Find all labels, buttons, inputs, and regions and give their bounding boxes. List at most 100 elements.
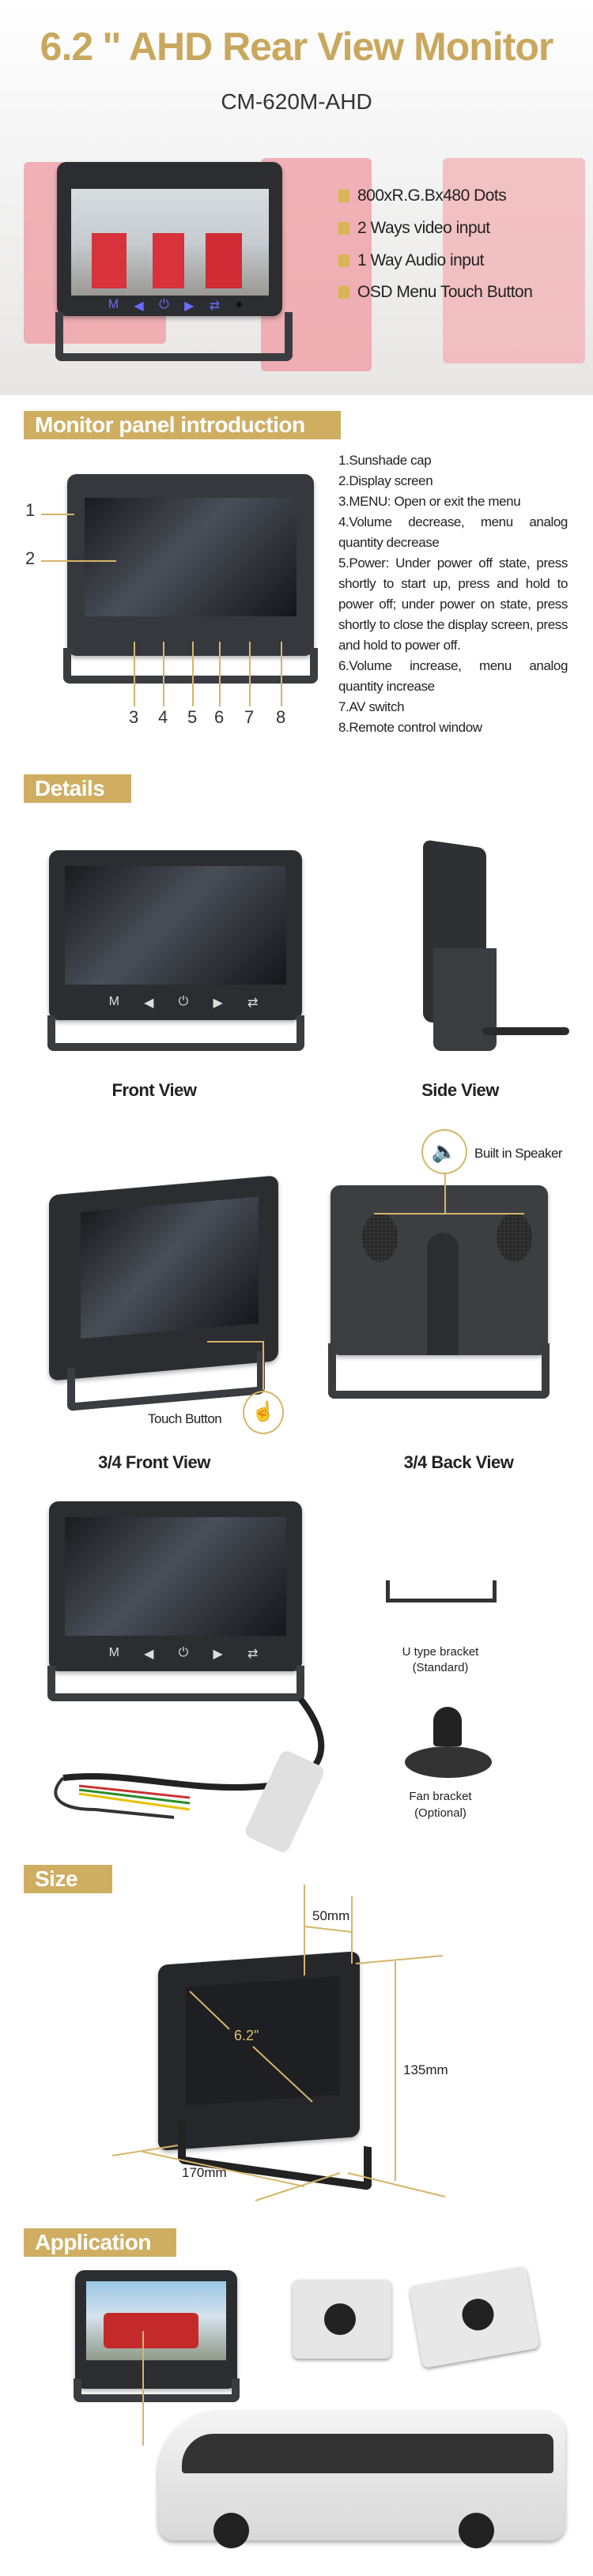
u-bracket xyxy=(47,1015,304,1051)
speaker-icon: 🔈 xyxy=(421,1129,467,1174)
back34-monitor xyxy=(330,1185,548,1355)
callout-number: 8 xyxy=(276,707,286,727)
callout-line xyxy=(249,642,251,706)
caption-front34-view: 3/4 Front View xyxy=(98,1452,210,1472)
av-switch-button: ⇄ xyxy=(209,299,221,313)
menu-button: M xyxy=(108,1646,119,1659)
feature-text: 1 Way Audio input xyxy=(357,251,485,269)
menu-button: M xyxy=(108,995,119,1008)
hero-monitor: M ◀ ⏻ ▶ ⇄ ● xyxy=(57,162,282,316)
fan-bracket-base xyxy=(405,1746,492,1778)
description-item: 3.MENU: Open or exit the menu xyxy=(338,494,521,509)
callout-number: 1 xyxy=(25,500,36,520)
av-switch-button: ⇄ xyxy=(247,1648,259,1661)
feature-item: 2 Ways video input xyxy=(338,219,490,238)
screen-bus xyxy=(92,233,127,288)
touch-label: Touch Button xyxy=(148,1411,222,1426)
feature-item: 800xR.G.Bx480 Dots xyxy=(338,186,507,205)
front34-monitor xyxy=(49,1175,278,1381)
monitor-screen xyxy=(65,866,286,985)
bus-wheel xyxy=(213,2513,249,2548)
volume-up-button: ▶ xyxy=(213,996,223,1010)
description-item: 8.Remote control window xyxy=(338,720,482,735)
screen-bus xyxy=(104,2313,198,2348)
side-bracket xyxy=(433,948,497,1051)
callout-line xyxy=(263,1341,264,1390)
menu-button: M xyxy=(108,298,119,311)
callout-line xyxy=(207,1341,264,1343)
feature-item: OSD Menu Touch Button xyxy=(338,283,533,302)
touch-buttons: M◀⏻▶⇄ xyxy=(96,995,270,1011)
monitor-screen xyxy=(85,498,296,616)
callout-line xyxy=(219,642,221,706)
callout-line xyxy=(192,642,194,706)
section-application: Application xyxy=(24,2228,176,2257)
section-details: Details xyxy=(24,774,131,803)
fan-bracket-stem xyxy=(433,1707,462,1746)
callout-number: 4 xyxy=(158,707,168,727)
fan-bracket-note: (Optional) xyxy=(414,1806,466,1820)
camera-side xyxy=(409,2265,540,2369)
volume-down-button: ◀ xyxy=(144,1648,154,1661)
description-item: 6.Volume increase, menu analog quantity … xyxy=(338,658,568,694)
speaker-grille xyxy=(497,1213,532,1262)
screen-truck xyxy=(206,233,242,288)
monitor-screen xyxy=(81,1196,259,1339)
connection-line xyxy=(142,2331,144,2446)
description-item: 1.Sunshade cap xyxy=(338,453,432,468)
camera-lens xyxy=(324,2303,356,2335)
cable-harness xyxy=(54,1697,325,1819)
description-item: 4.Volume decrease, menu analog quantity … xyxy=(338,514,568,550)
panel-monitor xyxy=(67,474,314,656)
bullet-square-icon xyxy=(338,286,349,299)
coach-bus xyxy=(158,2410,565,2548)
monitor-screen xyxy=(71,189,269,296)
volume-up-button: ▶ xyxy=(213,1648,223,1661)
height-dimension: 135mm xyxy=(403,2062,448,2077)
bus-windows xyxy=(182,2434,553,2473)
av-switch-button: ⇄ xyxy=(247,996,259,1010)
callout-number: 6 xyxy=(214,707,225,727)
bus-wheel xyxy=(459,2513,494,2548)
dimension-lines xyxy=(111,1885,446,2201)
callout-number: 5 xyxy=(187,707,198,727)
page-title: 6.2 '' AHD Rear View Monitor xyxy=(40,24,554,69)
callout-line xyxy=(444,1174,446,1214)
panel-descriptions: 1.Sunshade cap 2.Display screen 3.MENU: … xyxy=(338,450,568,738)
touch-buttons: M ◀ ⏻ ▶ ⇄ xyxy=(96,1646,270,1662)
volume-down-button: ◀ xyxy=(134,299,144,313)
callout-line xyxy=(281,642,282,706)
bullet-square-icon xyxy=(338,222,349,235)
hero-banner: 6.2 '' AHD Rear View Monitor CM-620M-AHD… xyxy=(0,0,593,395)
cable xyxy=(482,1027,569,1035)
callout-line xyxy=(163,642,164,706)
diagonal-dimension: 6.2" xyxy=(234,2028,259,2043)
remote-window: ● xyxy=(235,298,244,311)
kit-monitor: M ◀ ⏻ ▶ ⇄ xyxy=(49,1501,302,1671)
callout-line xyxy=(41,514,74,515)
volume-down-button: ◀ xyxy=(144,996,154,1010)
caption-front-view: Front View xyxy=(111,1080,197,1100)
screen-bus xyxy=(153,233,184,288)
u-bracket xyxy=(328,1343,550,1399)
feature-item: 1 Way Audio input xyxy=(338,251,485,270)
touch-hand-icon: ☝ xyxy=(243,1391,284,1434)
power-button: ⏻ xyxy=(178,1646,189,1659)
fan-bracket-label: Fan bracket xyxy=(409,1790,472,1803)
background-truck xyxy=(443,158,585,363)
speaker-label: Built in Speaker xyxy=(474,1146,563,1161)
bullet-square-icon xyxy=(338,254,349,267)
monitor-screen xyxy=(65,1517,286,1636)
depth-dimension: 50mm xyxy=(312,1908,350,1923)
u-bracket xyxy=(55,312,293,361)
width-dimension: 170mm xyxy=(182,2165,227,2180)
u-bracket xyxy=(47,1666,304,1701)
section-panel-intro: Monitor panel introduction xyxy=(24,411,341,439)
u-bracket-label: U type bracket xyxy=(402,1645,479,1659)
application-monitor xyxy=(75,2270,237,2389)
mount-plate xyxy=(427,1233,459,1355)
feature-text: 800xR.G.Bx480 Dots xyxy=(357,186,507,205)
caption-back34-view: 3/4 Back View xyxy=(403,1452,514,1472)
u-bracket xyxy=(74,2378,240,2402)
monitor-screen xyxy=(86,2281,226,2360)
